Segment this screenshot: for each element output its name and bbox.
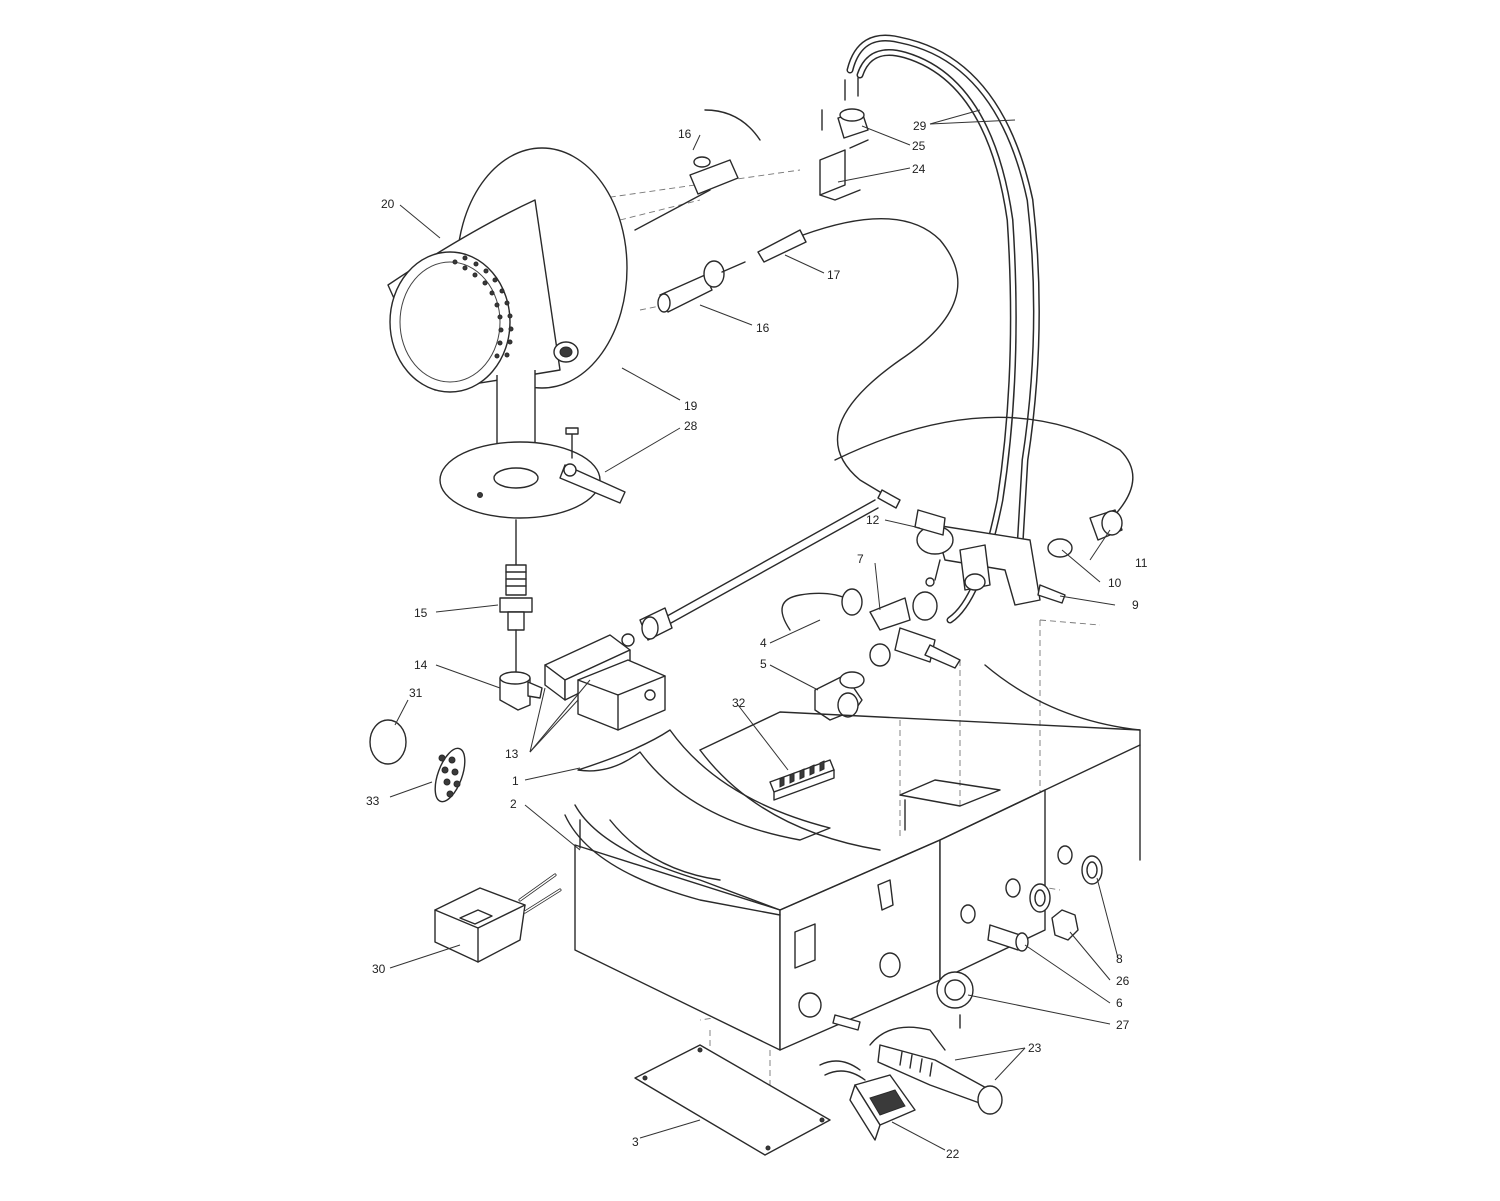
callout-29: 29 (913, 119, 927, 133)
callout-31: 31 (409, 686, 423, 700)
appliance-housing (564, 664, 1141, 1051)
callout-7: 7 (857, 552, 864, 566)
callout-1: 1 (512, 774, 519, 788)
burner-tube-mouth (389, 251, 511, 393)
housing-front-panel (574, 844, 781, 1051)
threaded-nipple (499, 519, 533, 673)
callout-3: 3 (632, 1135, 639, 1149)
callout-5: 5 (760, 657, 767, 671)
callout-8: 8 (1116, 952, 1123, 966)
callout-16-electrode: 16 (678, 127, 692, 141)
thermocouple (757, 217, 959, 509)
callout-32: 32 (732, 696, 746, 710)
callout-33: 33 (366, 794, 380, 808)
callout-14: 14 (414, 658, 428, 672)
side-fittings (987, 855, 1103, 952)
callout-17: 17 (827, 268, 841, 282)
callout-11: 11 (1135, 556, 1148, 570)
knob-nut (1051, 909, 1079, 941)
burner-head-assembly (387, 147, 628, 519)
flame-sensor-bracket (819, 77, 869, 201)
callout-4: 4 (760, 636, 767, 650)
gas-manifold (834, 416, 1134, 606)
callout-15: 15 (414, 606, 428, 620)
callout-10: 10 (1108, 576, 1122, 590)
callout-19: 19 (684, 399, 698, 413)
solenoid-coil (577, 659, 666, 731)
callout-12: 12 (866, 513, 880, 527)
callout-2: 2 (510, 797, 517, 811)
callout-9: 9 (1132, 598, 1139, 612)
elbow-union (499, 671, 543, 711)
burner-perforations (452, 255, 514, 359)
callout-22: 22 (946, 1147, 960, 1161)
feed-pipe (639, 499, 879, 641)
housing-side-panel (779, 839, 941, 1051)
callout-13: 13 (505, 747, 519, 761)
terminal-strip (769, 759, 835, 801)
manifold-outlet (1037, 584, 1066, 604)
air-shutter-lever (559, 427, 626, 504)
pilot-tee-assembly (781, 588, 961, 721)
gas-valve-solenoid (544, 633, 666, 731)
rocker-switch (819, 1060, 916, 1141)
callout-28: 28 (684, 419, 698, 433)
callout-23: 23 (1028, 1041, 1042, 1055)
callout-30: 30 (372, 962, 386, 976)
base-plate (634, 1044, 831, 1156)
curved-plate (577, 729, 831, 841)
callout-16-nozzle: 16 (756, 321, 770, 335)
housing-slot (794, 923, 816, 969)
callout-labels: 16 20 17 16 19 28 29 25 24 12 7 11 10 9 … (366, 119, 1148, 1161)
piezo-igniter (832, 1014, 1003, 1115)
injector-set (434, 747, 466, 803)
o-ring (369, 719, 407, 765)
callout-6: 6 (1116, 996, 1123, 1010)
leader-lines (389, 109, 1119, 1151)
callout-20: 20 (381, 197, 395, 211)
ignition-electrode (634, 109, 761, 231)
callout-26: 26 (1116, 974, 1130, 988)
mains-plug (434, 873, 562, 963)
control-knob (936, 971, 974, 1029)
callout-25: 25 (912, 139, 926, 153)
callout-24: 24 (912, 162, 926, 176)
nozzle-adapter (657, 260, 746, 313)
callout-27: 27 (1116, 1018, 1130, 1032)
